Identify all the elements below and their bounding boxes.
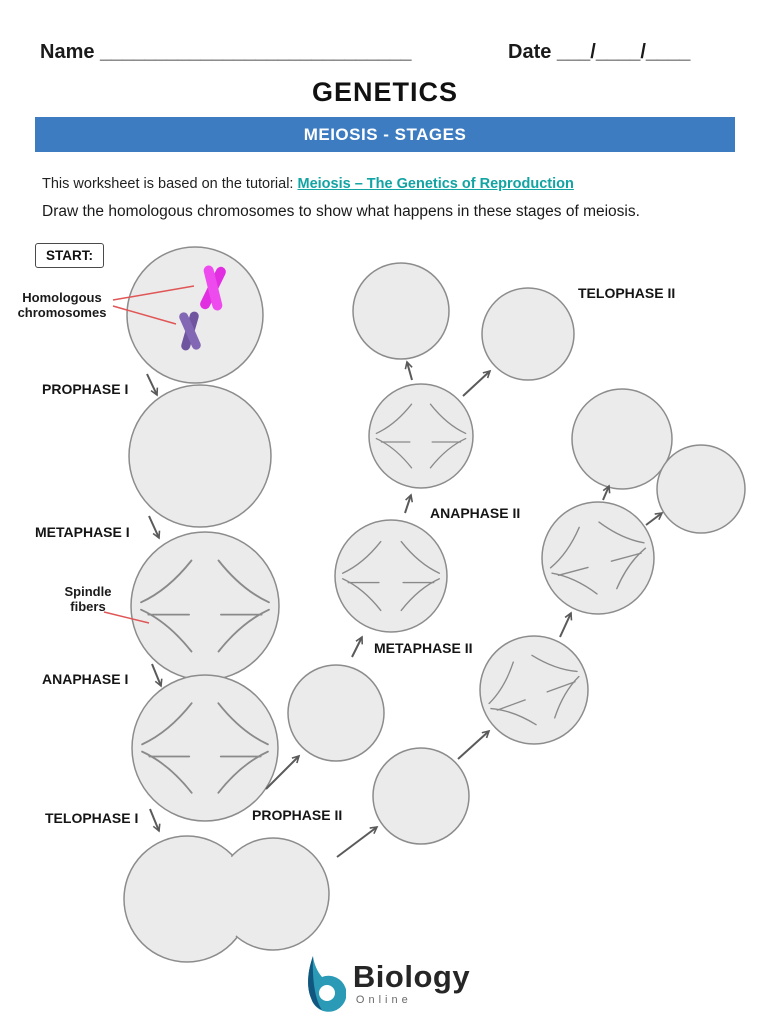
stage-arrows	[146, 360, 664, 858]
label-telophase-2: TELOPHASE II	[578, 285, 676, 301]
start-box: START:	[35, 243, 104, 268]
brand-text: Biology Online	[353, 961, 470, 1006]
label-prophase-2: PROPHASE II	[252, 807, 343, 823]
telophase2-cell-c	[571, 388, 673, 490]
label-metaphase-1: METAPHASE I	[35, 524, 130, 540]
anaphase2-left-cell	[368, 383, 474, 489]
name-field-line: Name ____________________________	[40, 41, 412, 63]
label-telophase-1: TELOPHASE I	[45, 810, 139, 826]
telophase2-cell-b	[481, 287, 575, 381]
section-banner-text: MEIOSIS - STAGES	[303, 124, 467, 144]
prophase2-left-cell	[287, 664, 385, 762]
telophase2-cell-a	[352, 262, 450, 360]
section-banner: MEIOSIS - STAGES	[35, 117, 735, 152]
anaphase1-cell	[131, 674, 279, 822]
homologous-chromosomes-label: Homologous chromosomes	[17, 290, 107, 320]
chromosome-purple	[179, 311, 201, 351]
prophase2-right-cell	[372, 747, 470, 845]
flow-arrow	[602, 484, 611, 501]
flow-arrow	[462, 369, 492, 397]
flow-arrow	[149, 808, 161, 833]
anaphase2-right-cell	[541, 501, 655, 615]
label-anaphase-1: ANAPHASE I	[42, 671, 129, 687]
metaphase2-right-cell	[477, 635, 591, 745]
label-anaphase-2: ANAPHASE II	[430, 505, 521, 521]
flow-arrow	[559, 611, 573, 638]
flow-arrow	[265, 754, 301, 790]
flow-arrow	[146, 373, 159, 397]
flow-arrow	[351, 635, 364, 658]
start-cell	[126, 246, 264, 384]
metaphase1-cell	[130, 531, 280, 681]
chromosome-magenta	[200, 265, 226, 311]
prophase1-cell	[128, 384, 272, 528]
page-title: GENETICS	[311, 77, 459, 107]
brand-name: Biology	[352, 958, 471, 994]
metaphase2-left-cell	[334, 519, 448, 633]
flow-arrow	[645, 511, 664, 526]
telophase2-cell-d	[656, 444, 746, 534]
brand-subtitle: Online	[355, 993, 412, 1006]
flow-arrow	[457, 729, 491, 760]
instruction-text: Draw the homologous chromosomes to show …	[42, 203, 640, 220]
homologous-pointer-line	[112, 305, 177, 325]
biology-online-logo: Biology Online	[0, 954, 770, 1012]
flow-arrow	[336, 825, 379, 858]
annotation-lines	[103, 285, 195, 624]
spindle-fibers-label: Spindle fibers	[64, 584, 112, 614]
homologous-pointer-line	[112, 285, 195, 301]
flow-arrow	[148, 515, 161, 540]
flow-arrow	[404, 493, 414, 514]
tutorial-line: This worksheet is based on the tutorial:…	[42, 176, 574, 192]
flow-arrow	[404, 360, 413, 381]
date-field-line: Date ___/____/____	[508, 41, 691, 63]
biology-online-logo-icon	[308, 956, 346, 1012]
tutorial-link[interactable]: Meiosis – The Genetics of Reproduction	[297, 176, 574, 192]
label-prophase-1: PROPHASE I	[42, 381, 129, 397]
tutorial-prefix: This worksheet is based on the tutorial:	[42, 176, 298, 192]
label-metaphase-2: METAPHASE II	[374, 640, 473, 656]
telophase1-cells	[123, 835, 330, 963]
flow-arrow	[151, 663, 163, 688]
